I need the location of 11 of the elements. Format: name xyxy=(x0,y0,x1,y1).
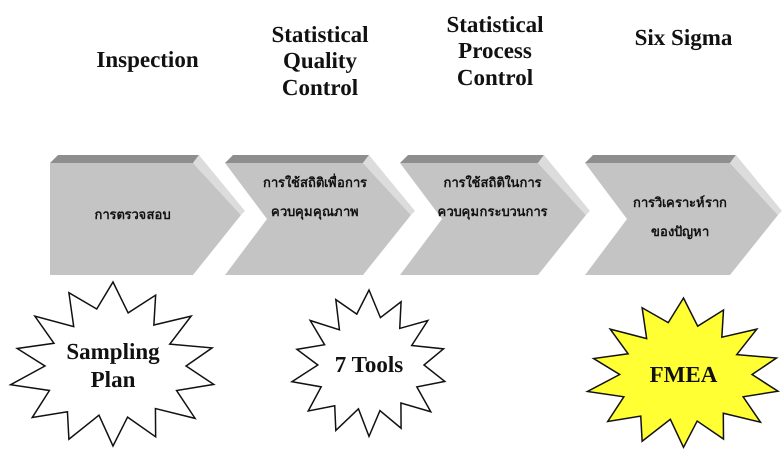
starburst-label: 7 Tools xyxy=(334,351,404,379)
stage-heading: Statistical Quality Control xyxy=(270,22,370,102)
stage-description: การใช้สถิติเพื่อการควบคุมคุณภาพ xyxy=(250,170,380,228)
stage-description: การใช้สถิติในการควบคุมกระบวนการ xyxy=(436,174,548,222)
stage-description: การวิเคราะห์รากของปัญหา xyxy=(632,194,728,242)
stage-heading: Inspection xyxy=(95,47,200,74)
stage-heading: Six Sigma xyxy=(634,25,734,52)
stage-heading: Statistical Process Control xyxy=(445,12,545,92)
starburst-label: FMEA xyxy=(648,360,718,388)
starburst-label: Sampling Plan xyxy=(65,338,161,394)
stage-description: การตรวจสอบ xyxy=(94,207,172,225)
